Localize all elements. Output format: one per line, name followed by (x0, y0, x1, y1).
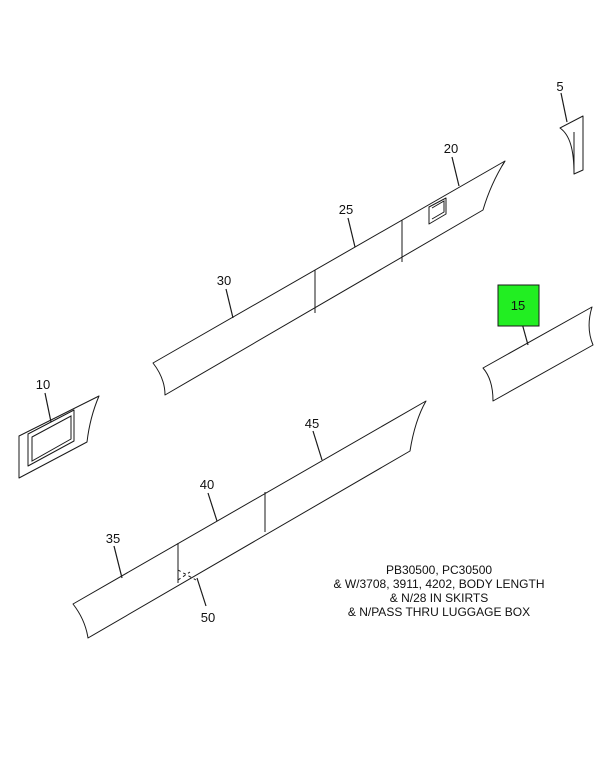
leader-10 (44, 392, 52, 423)
callout-10[interactable]: 10 (36, 377, 50, 392)
part-5-end-cap (559, 115, 584, 175)
leader-35 (113, 545, 123, 579)
leader-lines (44, 92, 568, 607)
leader-5 (560, 92, 568, 123)
callout-15-highlight[interactable] (497, 284, 540, 327)
callout-15[interactable]: 15 (511, 298, 525, 313)
leader-30 (225, 288, 234, 319)
callout-5[interactable]: 5 (556, 79, 563, 94)
callout-25[interactable]: 25 (339, 202, 353, 217)
callout-20[interactable]: 20 (444, 141, 458, 156)
callout-40[interactable]: 40 (200, 477, 214, 492)
leader-45 (312, 430, 323, 461)
note-line-4: & N/PASS THRU LUGGAGE BOX (348, 605, 530, 619)
lower-skirt-assembly (72, 400, 427, 639)
callout-35[interactable]: 35 (106, 531, 120, 546)
leader-25 (347, 217, 356, 248)
leader-20 (451, 156, 460, 187)
part-10-window-panel (18, 395, 100, 479)
note-line-2: & W/3708, 3911, 4202, BODY LENGTH (334, 577, 545, 591)
part-15-panel (482, 306, 594, 402)
callout-45[interactable]: 45 (305, 416, 319, 431)
applicability-note: PB30500, PC30500 & W/3708, 3911, 4202, B… (334, 563, 545, 619)
leader-50 (196, 577, 207, 607)
upper-skirt-assembly (152, 160, 506, 396)
callout-50[interactable]: 50 (201, 610, 215, 625)
leader-40 (207, 492, 218, 522)
callout-30[interactable]: 30 (217, 273, 231, 288)
note-line-3: & N/28 IN SKIRTS (390, 591, 488, 605)
note-line-1: PB30500, PC30500 (386, 563, 492, 577)
